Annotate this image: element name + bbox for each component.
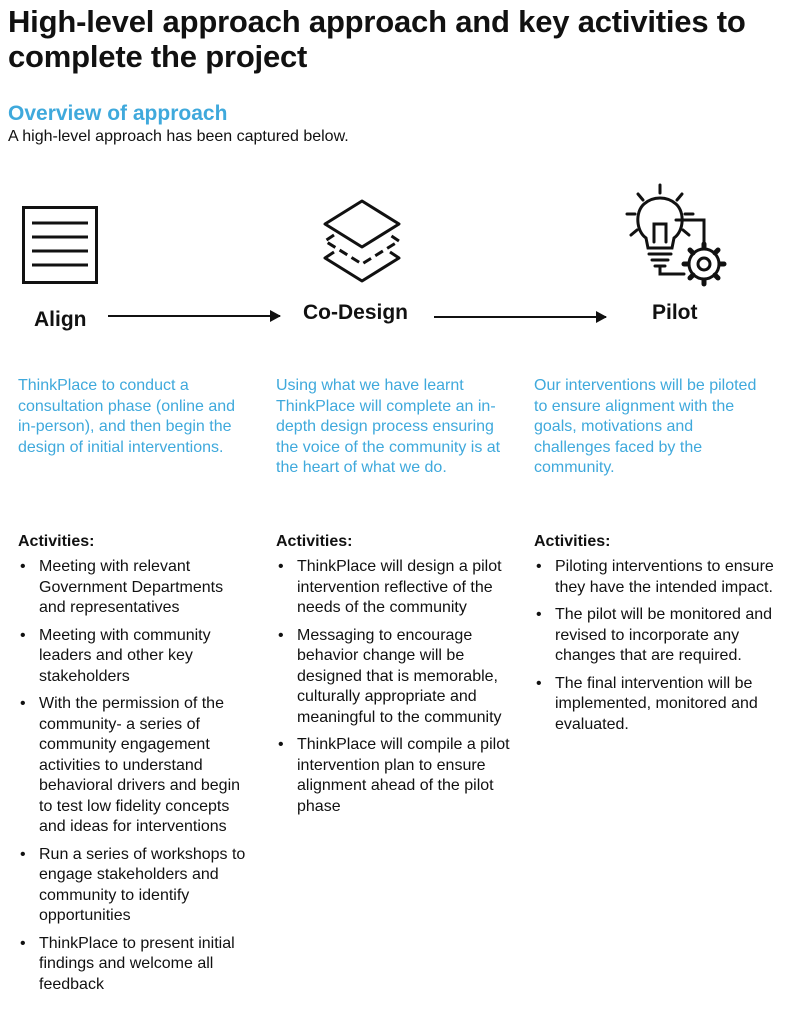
activities-heading-align: Activities: xyxy=(18,533,95,550)
stage-label-align: Align xyxy=(34,308,87,331)
arrow-align-to-codesign xyxy=(108,310,281,322)
list-item: Meeting with relevant Government Departm… xyxy=(18,557,250,619)
list-item: Messaging to encourage behavior change w… xyxy=(276,626,512,729)
layers-icon xyxy=(323,199,401,283)
stage-label-pilot: Pilot xyxy=(652,301,698,324)
list-item: Piloting interventions to ensure they ha… xyxy=(534,557,774,598)
activities-heading-pilot: Activities: xyxy=(534,533,611,550)
activities-list-pilot: Piloting interventions to ensure they ha… xyxy=(534,557,774,742)
activities-list-codesign: ThinkPlace will design a pilot intervent… xyxy=(276,557,512,824)
list-item: The pilot will be monitored and revised … xyxy=(534,605,774,667)
list-item: Meeting with community leaders and other… xyxy=(18,626,250,688)
stage-label-codesign: Co-Design xyxy=(303,301,408,324)
intro-text: A high-level approach has been captured … xyxy=(8,128,349,145)
stage-description-codesign: Using what we have learnt ThinkPlace wil… xyxy=(276,377,501,476)
stage-description-align: ThinkPlace to conduct a consultation pha… xyxy=(18,377,236,456)
list-item: Run a series of workshops to engage stak… xyxy=(18,845,250,927)
stage-description-pilot: Our interventions will be piloted to ens… xyxy=(534,377,757,476)
list-item: ThinkPlace will design a pilot intervent… xyxy=(276,557,512,619)
activities-list-align: Meeting with relevant Government Departm… xyxy=(18,557,250,1002)
activities-heading-codesign: Activities: xyxy=(276,533,353,550)
list-item: ThinkPlace to present initial findings a… xyxy=(18,934,250,996)
section-subtitle: Overview of approach xyxy=(8,102,228,125)
arrow-codesign-to-pilot xyxy=(434,311,607,323)
list-item: The final intervention will be implement… xyxy=(534,674,774,736)
list-item: ThinkPlace will compile a pilot interven… xyxy=(276,735,512,817)
page-title: High-level approach approach and key act… xyxy=(8,4,746,74)
list-item: With the permission of the community- a … xyxy=(18,694,250,838)
lightbulb-gear-icon xyxy=(625,183,727,287)
document-lines-icon xyxy=(22,206,98,284)
